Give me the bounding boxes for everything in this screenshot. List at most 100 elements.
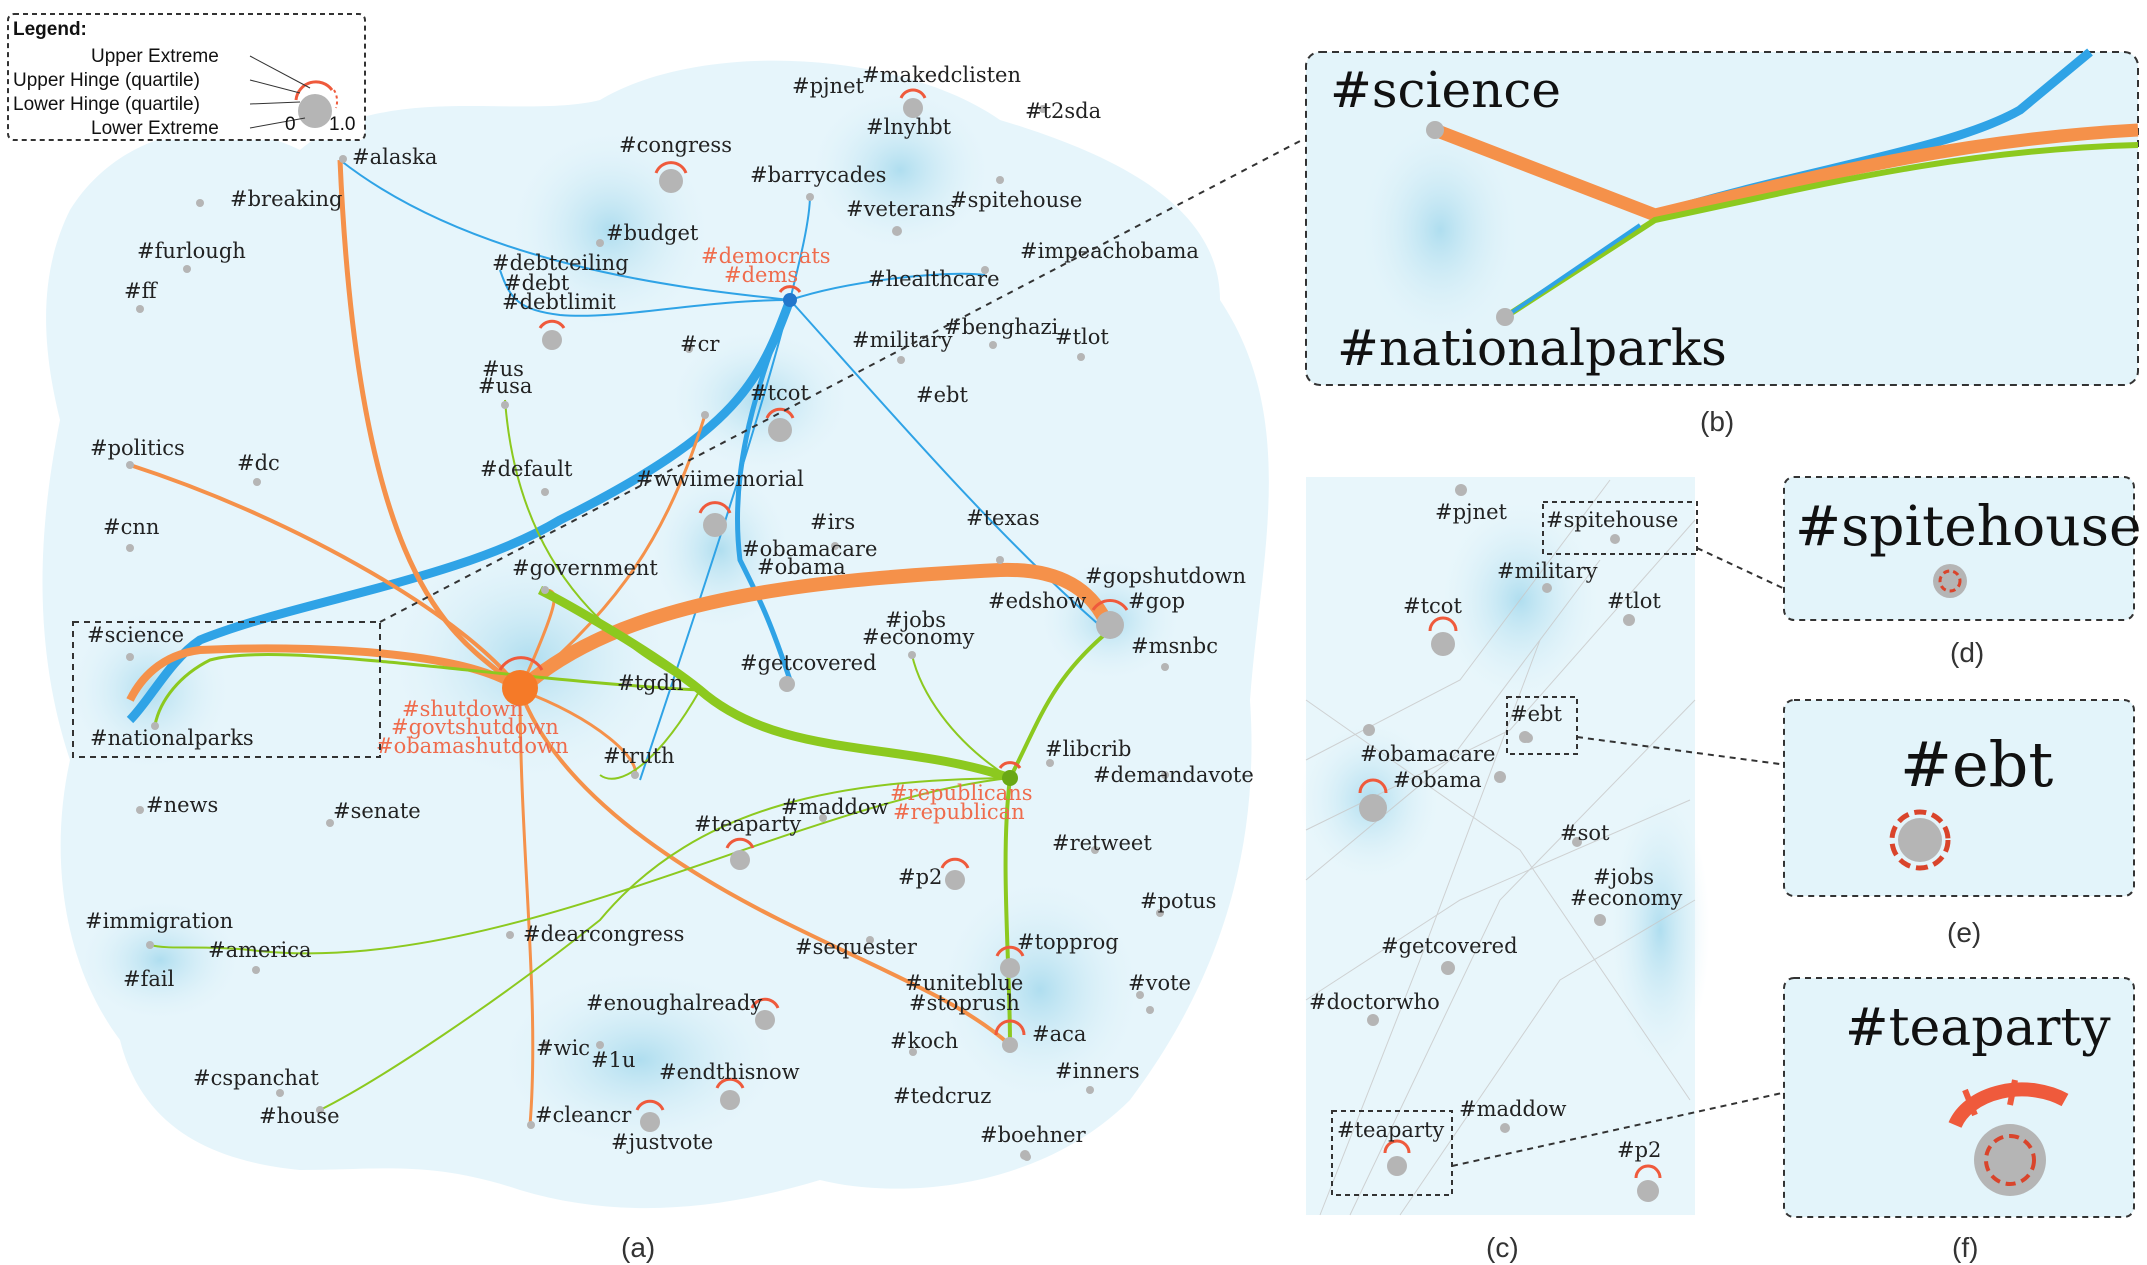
tag-label: #cleancr bbox=[535, 1103, 632, 1127]
tag-label: #spitehouse bbox=[950, 188, 1082, 212]
tag-label: #justvote bbox=[611, 1130, 713, 1154]
tag-label-red: #democrats bbox=[701, 244, 831, 268]
tag-label-red: #obamashutdown bbox=[376, 734, 569, 758]
tag-label: #barrycades bbox=[750, 163, 886, 187]
legend: Legend: Upper Extreme Upper Hinge (quart… bbox=[7, 13, 366, 141]
tag-label: #truth bbox=[603, 744, 675, 768]
tag-label: #house bbox=[259, 1104, 340, 1128]
tag-label: #libcrib bbox=[1045, 737, 1131, 761]
legend-item: Lower Hinge (quartile) bbox=[13, 94, 200, 115]
tag-label: #dc bbox=[237, 451, 280, 475]
tag-label: #edshow bbox=[988, 589, 1086, 613]
tag-label: #enoughalready bbox=[586, 991, 762, 1015]
legend-glyph-node bbox=[298, 94, 332, 128]
tag-label: #wwiimemorial bbox=[636, 467, 804, 491]
tag-label: #obama bbox=[1393, 768, 1482, 792]
tag-label: #tcot bbox=[750, 381, 809, 405]
tag-label: #economy bbox=[1570, 886, 1683, 910]
tag-labels: #alaska #breaking #furlough #ff #congres… bbox=[85, 63, 1254, 1154]
tag-label: #boehner bbox=[980, 1123, 1087, 1147]
tag-label: #jobs bbox=[885, 608, 946, 632]
tag-label: #tlot bbox=[1055, 325, 1109, 349]
tag-label: #obama bbox=[757, 555, 846, 579]
edges-shutdown bbox=[126, 159, 1112, 1126]
legend-scale-max: 1.0 bbox=[329, 114, 355, 135]
tag-label: #tedcruz bbox=[893, 1084, 991, 1108]
tag-label: #obamacare bbox=[1360, 742, 1495, 766]
caption-e: (e) bbox=[1947, 917, 1981, 948]
edges-republicans bbox=[149, 399, 1112, 1111]
tag-label: #cr bbox=[680, 332, 720, 356]
tag-label: #tgdn bbox=[617, 671, 683, 695]
panel-f: #teaparty (f) bbox=[1783, 977, 2135, 1263]
tag-label: #benghazi bbox=[944, 315, 1059, 339]
tag-label: #senate bbox=[333, 799, 421, 823]
caption-d: (d) bbox=[1950, 637, 1984, 668]
panel-b: #science #nationalparks (b) bbox=[1305, 48, 2139, 437]
tag-label: #gopshutdown bbox=[1085, 564, 1246, 588]
density-blob bbox=[80, 900, 240, 1020]
tag-label: #stoprush bbox=[909, 991, 1020, 1015]
tag-label: #debtceiling bbox=[492, 251, 629, 275]
tag-label: #cspanchat bbox=[193, 1066, 319, 1090]
density-blob bbox=[810, 90, 990, 250]
tag-label-red: #republican bbox=[893, 800, 1025, 824]
tag-label: #economy bbox=[862, 625, 975, 649]
legend-glyph-scale bbox=[333, 89, 339, 109]
hub-republicans bbox=[1002, 770, 1018, 786]
zoom-box-science bbox=[72, 621, 381, 758]
legend-title: Legend: bbox=[13, 19, 87, 40]
tag-label: #irs bbox=[810, 510, 855, 534]
panel-c: #pjnet #spitehouse #military #tcot #tlot… bbox=[1300, 477, 1788, 1263]
tag-label: #topprog bbox=[1017, 930, 1119, 954]
tag-label: #default bbox=[480, 457, 573, 481]
tag-label: #1u bbox=[591, 1048, 635, 1072]
tag-label: #budget bbox=[606, 221, 699, 245]
tag-label: #usa bbox=[478, 374, 532, 398]
tag-label: #endthisnow bbox=[659, 1060, 800, 1084]
tag-label: #pjnet bbox=[792, 74, 865, 98]
tag-label: #maddow bbox=[1459, 1097, 1567, 1121]
tag-label: #tcot bbox=[1403, 594, 1462, 618]
tag-label: #aca bbox=[1032, 1022, 1086, 1046]
tag-nodes bbox=[126, 98, 1169, 1161]
tag-label: #potus bbox=[1140, 889, 1216, 913]
tag-label: #news bbox=[146, 793, 218, 817]
tag-label: #furlough bbox=[137, 239, 246, 263]
tag-label: #impeachobama bbox=[1020, 239, 1199, 263]
legend-item: Upper Hinge (quartile) bbox=[13, 70, 200, 91]
boxplot-glyphs bbox=[498, 88, 1129, 1111]
tag-label: #getcovered bbox=[740, 651, 877, 675]
tag-label-red: #republicans bbox=[890, 781, 1033, 805]
tag-label: #sequester bbox=[795, 935, 918, 959]
caption-b: (b) bbox=[1700, 406, 1734, 437]
tag-label: #ebt bbox=[916, 383, 968, 407]
tag-label: #pjnet bbox=[1435, 500, 1508, 524]
tag-label: #fail bbox=[123, 967, 175, 991]
tag-label: #doctorwho bbox=[1309, 990, 1440, 1014]
tag-label: #healthcare bbox=[868, 267, 1000, 291]
tag-label: #dearcongress bbox=[523, 922, 684, 946]
legend-scale-min: 0 bbox=[285, 114, 296, 135]
tag-label: #ebt bbox=[1510, 702, 1562, 726]
tag-label: #makedclisten bbox=[862, 63, 1021, 87]
tag-label: #teaparty bbox=[1337, 1118, 1444, 1142]
caption-c: (c) bbox=[1486, 1232, 1519, 1263]
tag-label: #obamacare bbox=[742, 537, 877, 561]
tag-label: #p2 bbox=[1617, 1138, 1661, 1162]
tag-label: #cnn bbox=[103, 515, 159, 539]
tag-label: #immigration bbox=[85, 909, 233, 933]
tag-label-red: #shutdown bbox=[402, 697, 523, 721]
panel-b-label-science: #science bbox=[1330, 61, 1561, 119]
tag-label: #inners bbox=[1055, 1059, 1140, 1083]
tag-label: #alaska bbox=[352, 145, 437, 169]
tag-label: #spitehouse bbox=[1546, 508, 1678, 532]
tag-label: #congress bbox=[619, 133, 732, 157]
tag-label: #tlot bbox=[1607, 589, 1661, 613]
zoom-leader-line bbox=[379, 139, 1303, 623]
tag-label: #military bbox=[1497, 559, 1598, 583]
tag-label: #veterans bbox=[846, 197, 956, 221]
panel-a: #alaska #breaking #furlough #ff #congres… bbox=[42, 60, 1303, 1263]
caption-a: (a) bbox=[621, 1232, 655, 1263]
